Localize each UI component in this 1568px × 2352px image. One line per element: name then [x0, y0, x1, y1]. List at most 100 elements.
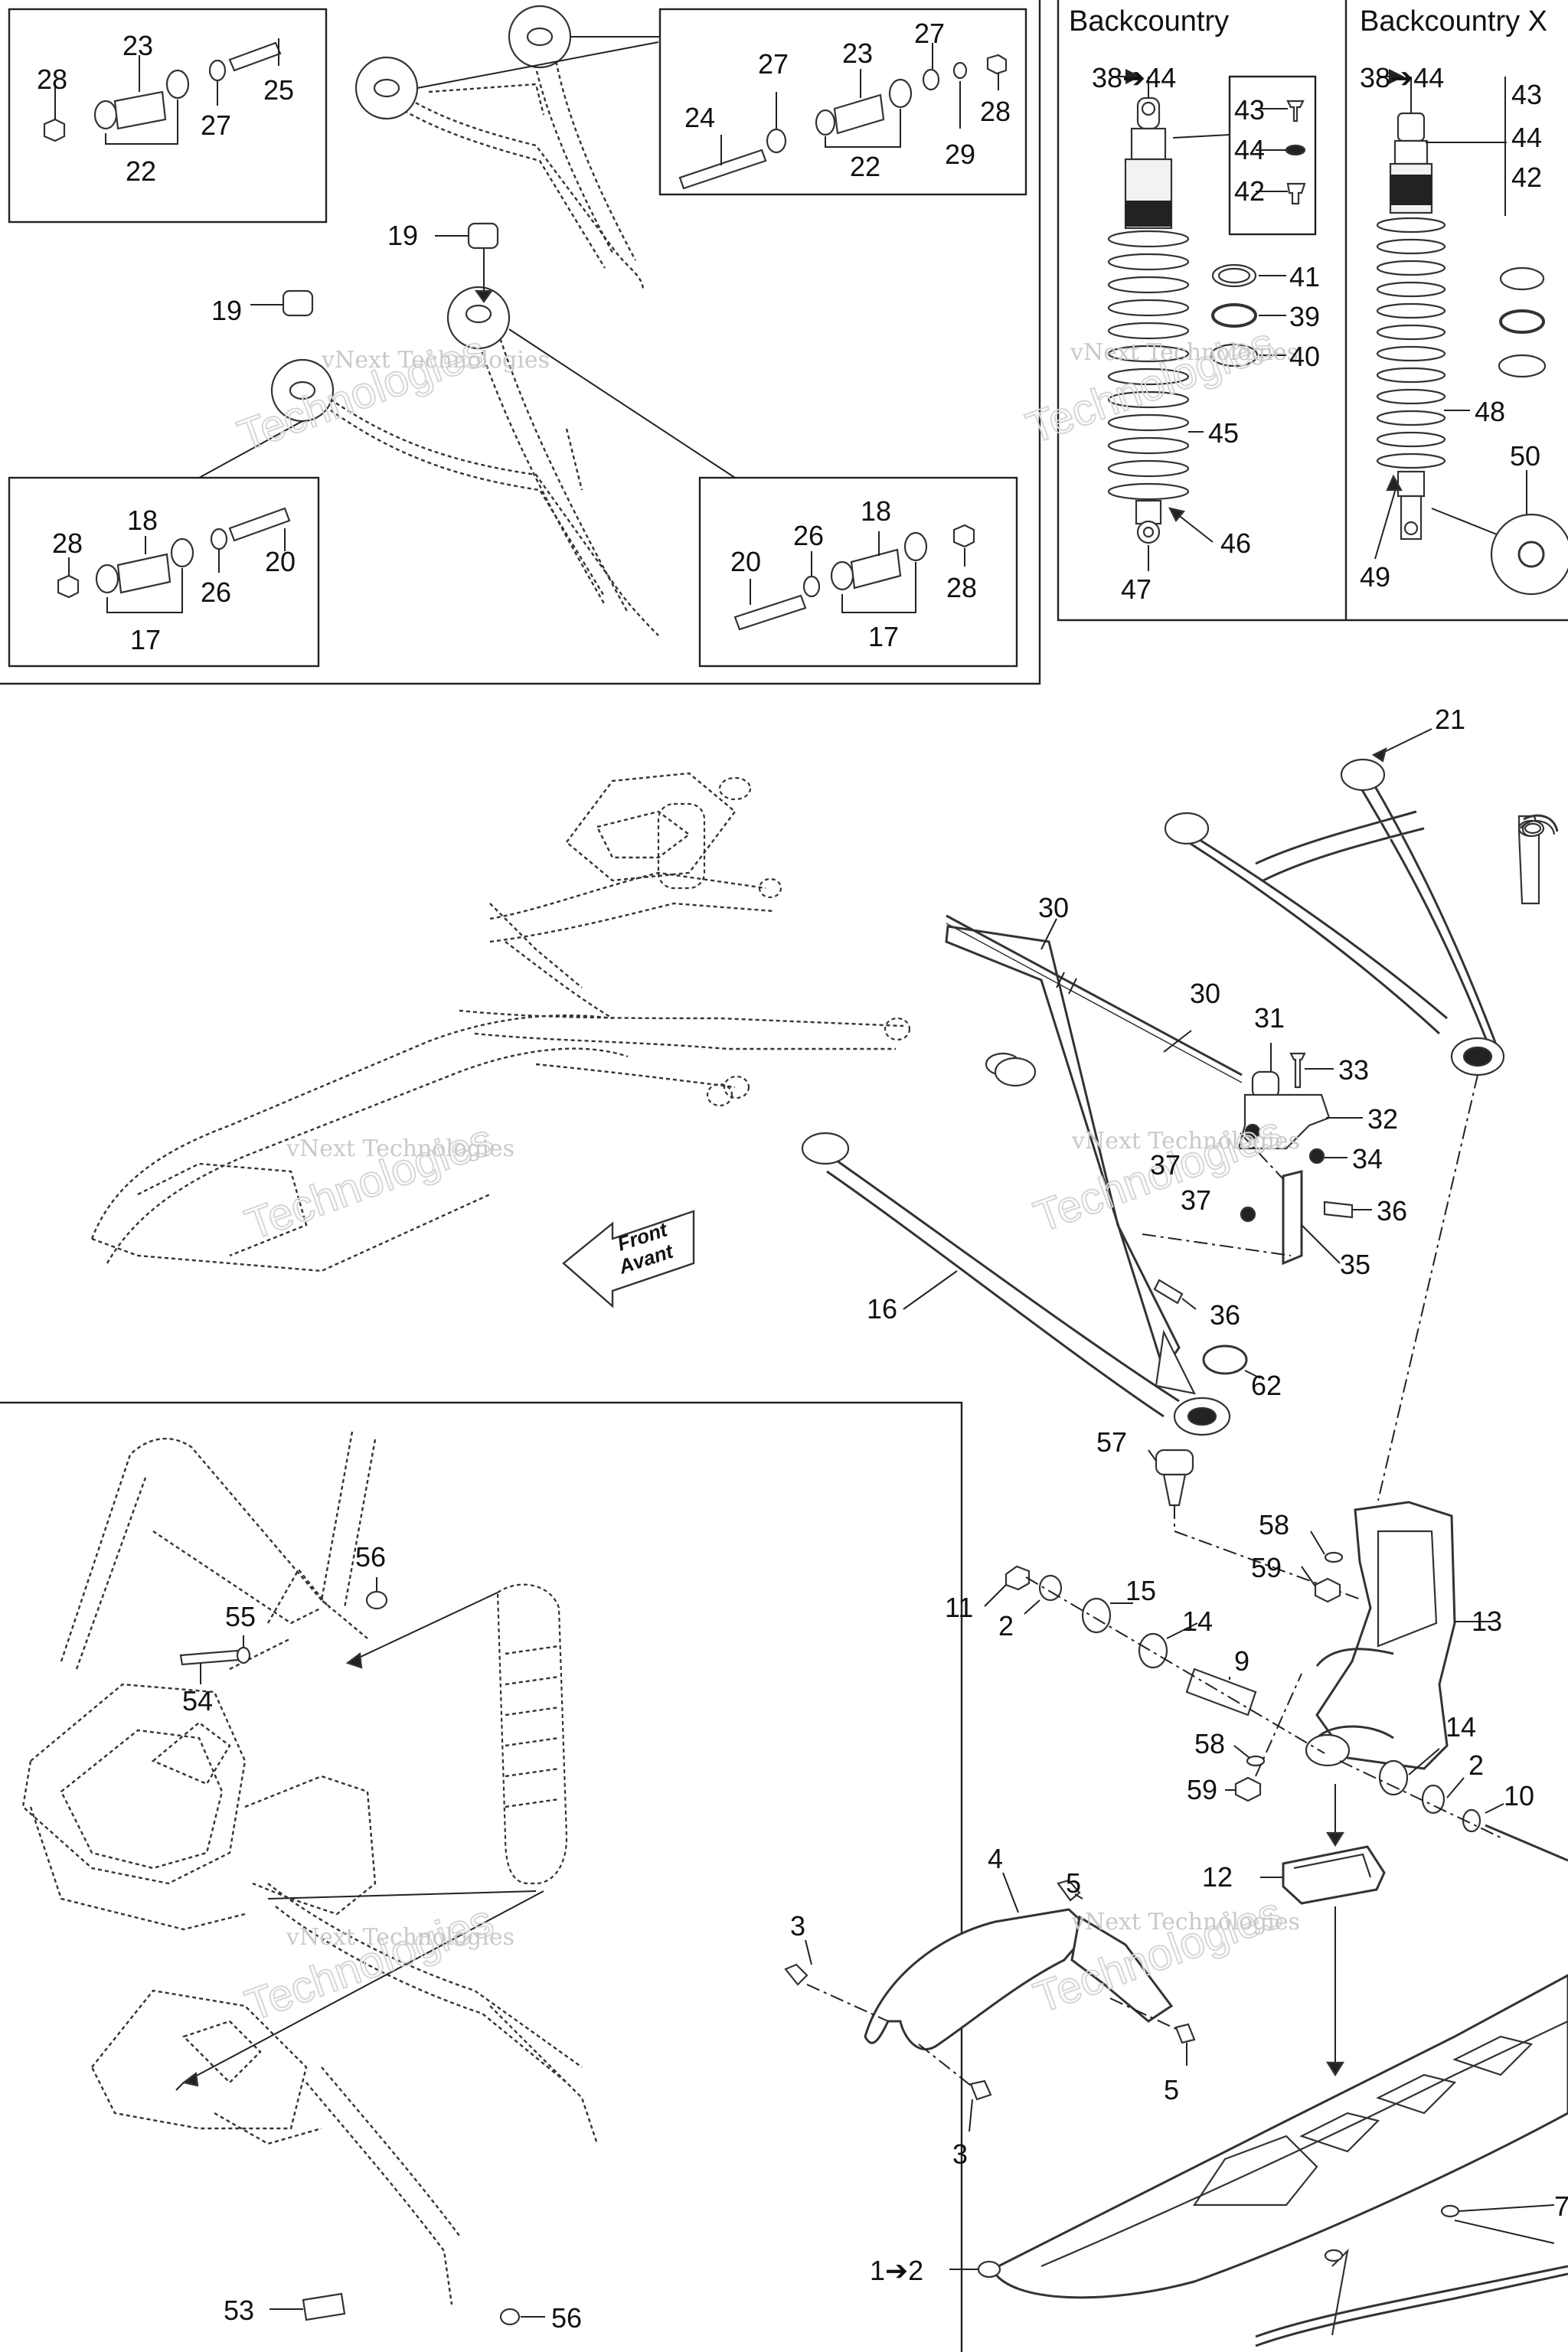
sleeve-18: [116, 553, 172, 594]
x-washer: [1498, 354, 1547, 378]
detail-box-upper-right: [658, 8, 1027, 196]
backcountry-x-shock: [1374, 69, 1568, 596]
backcountry-shock: [1107, 69, 1317, 571]
watermark-1: vNext Technologies: [321, 347, 550, 374]
a-arm-21-eye-rear: [1340, 758, 1386, 792]
callout-46: 46: [1220, 528, 1251, 559]
detail-box-lower-right: [698, 476, 1018, 668]
bolt-10-shaft: [1485, 1824, 1568, 1862]
x-shock-cap: [1393, 139, 1429, 165]
callout-10: 10: [1504, 1780, 1534, 1811]
washer-left: [93, 100, 118, 130]
bushing-15: [1081, 1597, 1112, 1634]
spacer-19-lower: [282, 289, 314, 317]
callout-40: 40: [1289, 341, 1320, 372]
nut-28-b: [986, 54, 1008, 75]
bolt-33: [1289, 1052, 1306, 1089]
ski-front-eye: [977, 2260, 1001, 2278]
callout-3a: 3: [790, 1910, 805, 1942]
callout-59a: 59: [1251, 1552, 1282, 1583]
iso-shock: [657, 802, 706, 890]
sleeve-9: [1185, 1668, 1257, 1717]
callout-56b: 56: [551, 2302, 582, 2334]
washer-left-c: [95, 564, 119, 594]
nut-28-c: [57, 574, 80, 599]
callout-20: 20: [265, 546, 296, 577]
callout-59b: 59: [1187, 1774, 1217, 1805]
nut-37-b: [1240, 1206, 1256, 1223]
callout-18: 18: [127, 505, 158, 536]
callout-57: 57: [1096, 1426, 1127, 1458]
front-arrow: Front Avant: [562, 1210, 695, 1308]
watermark-big-5: Technologies: [239, 1895, 499, 2030]
callout-28: 28: [37, 64, 67, 95]
watermark-big-3: Technologies: [239, 1114, 499, 1250]
washer-27-b: [766, 128, 787, 154]
bushing-17: [170, 537, 194, 568]
detail-parts-upper-right: [678, 43, 1008, 190]
callout-45: 45: [1208, 417, 1239, 449]
callout-43: 43: [1234, 94, 1265, 126]
bushing-bore-upper-front: [373, 78, 400, 98]
callout-17b: 17: [868, 621, 899, 652]
bolt-43: [1286, 100, 1305, 122]
callout-37b: 37: [1181, 1184, 1211, 1216]
callout-47: 47: [1121, 573, 1152, 605]
callout-24: 24: [684, 102, 715, 133]
frame-shock: [496, 1583, 568, 1885]
callouts: 28 23 25 27 22 24 27 23 27 28 22 29 19 1…: [37, 18, 1568, 2334]
bolt-53: [302, 2292, 346, 2321]
detail-parts-lower-right: [733, 524, 975, 631]
callout-38-44-x: 38➔44: [1360, 62, 1444, 93]
callout-11: 11: [945, 1592, 973, 1623]
callout-30a: 30: [1038, 892, 1069, 923]
callout-4: 4: [988, 1843, 1003, 1874]
callout-1-2: 1➔2: [870, 2255, 923, 2286]
bushing-14-b: [1378, 1759, 1409, 1796]
nut-7: [1440, 2204, 1460, 2218]
callout-26: 26: [201, 577, 231, 608]
ski-handle: [1255, 2265, 1568, 2338]
callout-35: 35: [1340, 1249, 1370, 1280]
callout-36b: 36: [1210, 1299, 1240, 1331]
nut-37-a: [1244, 1123, 1261, 1140]
callout-42-x: 42: [1511, 162, 1542, 193]
callout-37a: 37: [1150, 1149, 1181, 1181]
washer-2-b: [1421, 1784, 1446, 1815]
callout-56a: 56: [355, 1541, 386, 1573]
callout-25: 25: [263, 74, 294, 106]
shock-spring-45: [1107, 230, 1190, 501]
watermark-2: vNext Technologies: [1070, 339, 1298, 366]
bushing-22-b: [888, 78, 913, 109]
callout-12: 12: [1202, 1861, 1233, 1893]
x-shock-top-eye: [1396, 112, 1426, 142]
callout-28b: 28: [980, 96, 1011, 127]
bolt-5-a: [1057, 1879, 1081, 1902]
washer-55: [236, 1646, 251, 1664]
detail-box-upper-left: [8, 8, 328, 224]
callout-50: 50: [1510, 440, 1540, 472]
bushing-22: [165, 69, 190, 100]
section-title-backcountry-x: Backcountry X: [1360, 5, 1547, 38]
nut-56-a: [365, 1590, 388, 1610]
callout-15: 15: [1125, 1575, 1156, 1606]
watermark-6: vNext Technologies: [1071, 1909, 1300, 1936]
spindle-13: [1315, 1501, 1456, 1770]
callout-9: 9: [1234, 1645, 1250, 1677]
hardware-box-backcountry: [1228, 75, 1317, 236]
callout-43-x: 43: [1511, 79, 1542, 110]
washer-26-b: [802, 575, 821, 598]
washer-44: [1285, 144, 1306, 156]
bolt-5-b: [1174, 2023, 1196, 2044]
washer-40: [1210, 343, 1259, 368]
callout-14b: 14: [1446, 1711, 1476, 1743]
washer-58-a: [1324, 1551, 1344, 1563]
washer-27-c: [922, 68, 940, 91]
callout-48: 48: [1475, 396, 1505, 427]
bolt-54: [179, 1649, 240, 1666]
bolt-20-b: [733, 594, 807, 631]
seal-39: [1211, 303, 1257, 328]
watermark-big-1: Technologies: [231, 325, 492, 461]
callout-20b: 20: [730, 546, 761, 577]
